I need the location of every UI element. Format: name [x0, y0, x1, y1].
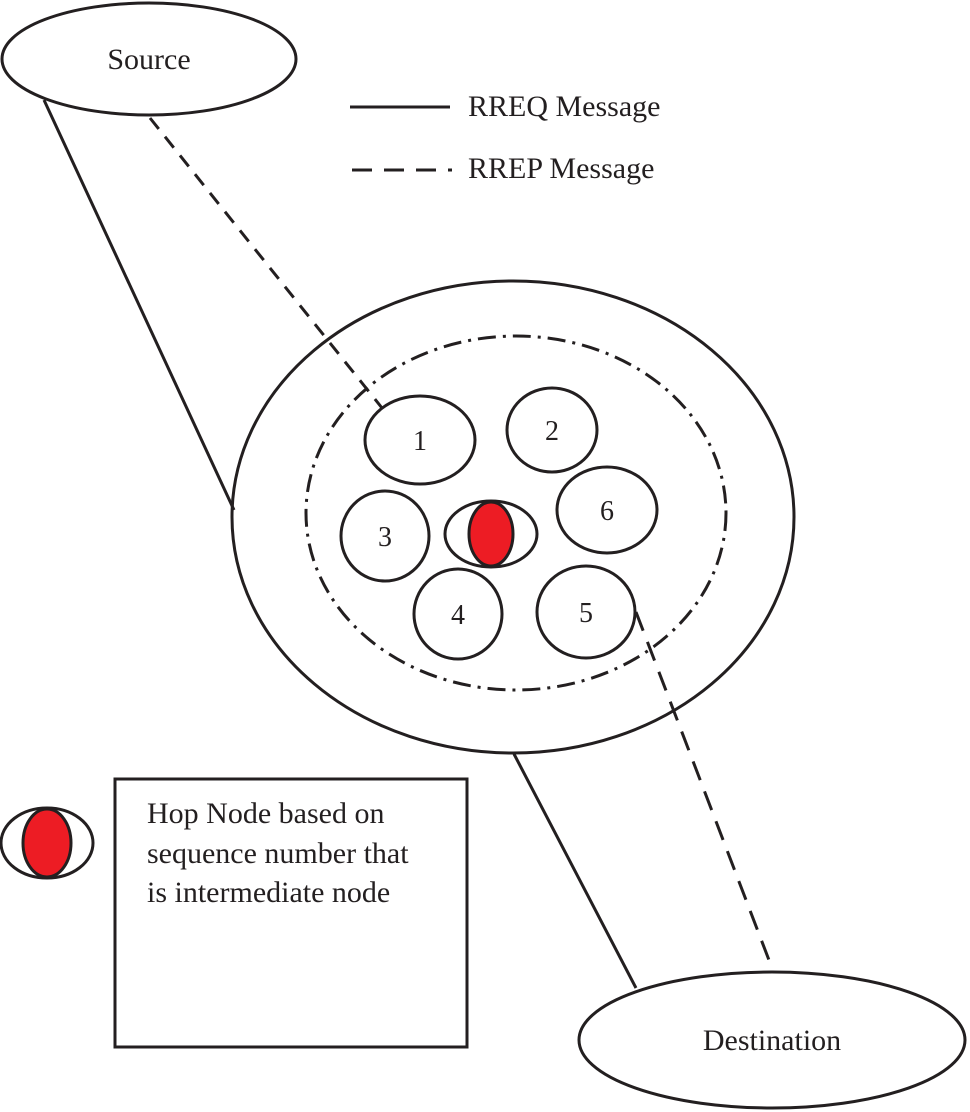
node-1-ellipse: [363, 394, 477, 486]
legend-rreq-label: RREQ Message: [468, 90, 660, 123]
hop-node-legend-red-core: [21, 807, 73, 879]
node-5: 5: [535, 564, 637, 660]
node-5-label: 5: [579, 598, 593, 629]
destination-ellipse: [577, 970, 967, 1110]
hop-node-legend-icon: [0, 806, 95, 880]
rrep-line-source-to-node-1: [148, 117, 384, 409]
legend-rrep-label: RREP Message: [468, 152, 654, 185]
note-line-1: Hop Node based on: [147, 797, 384, 830]
node-3-ellipse: [339, 489, 431, 583]
node-6: 6: [555, 465, 659, 555]
node-1-label: 1: [413, 426, 427, 457]
source-ellipse: [0, 1, 298, 117]
node-1: 1: [363, 394, 477, 486]
network-boundary-ellipse: [230, 279, 796, 755]
neighborhood-dash-dot-ellipse: [304, 334, 728, 692]
hop-node-note-box: Hop Node based on sequence number that i…: [113, 777, 469, 1049]
node-5-ellipse: [535, 564, 637, 660]
node-4-ellipse: [412, 567, 504, 661]
node-3: 3: [339, 489, 431, 583]
rreq-line-network-to-destination: [512, 753, 638, 989]
node-2-ellipse: [505, 386, 599, 474]
node-3-label: 3: [378, 522, 392, 553]
note-box-rect: [113, 777, 469, 1049]
note-line-3: is intermediate node: [147, 876, 390, 909]
destination-node: Destination: [577, 970, 967, 1110]
note-line-2: sequence number that: [147, 837, 409, 870]
rrep-line-node-5-to-destination: [634, 611, 774, 969]
node-4: 4: [412, 567, 504, 661]
legend: RREQ Message RREP Message: [350, 90, 660, 185]
node-2: 2: [505, 386, 599, 474]
source-label: Source: [107, 43, 190, 76]
node-4-label: 4: [451, 600, 465, 631]
node-6-ellipse: [555, 465, 659, 555]
node-6-label: 6: [600, 496, 614, 527]
destination-label: Destination: [703, 1024, 841, 1057]
hop-node-red-core: [467, 500, 515, 568]
rreq-line-source-to-network: [42, 99, 236, 511]
node-2-label: 2: [545, 416, 559, 447]
hop-node: [443, 499, 539, 569]
source-node: Source: [0, 1, 298, 117]
